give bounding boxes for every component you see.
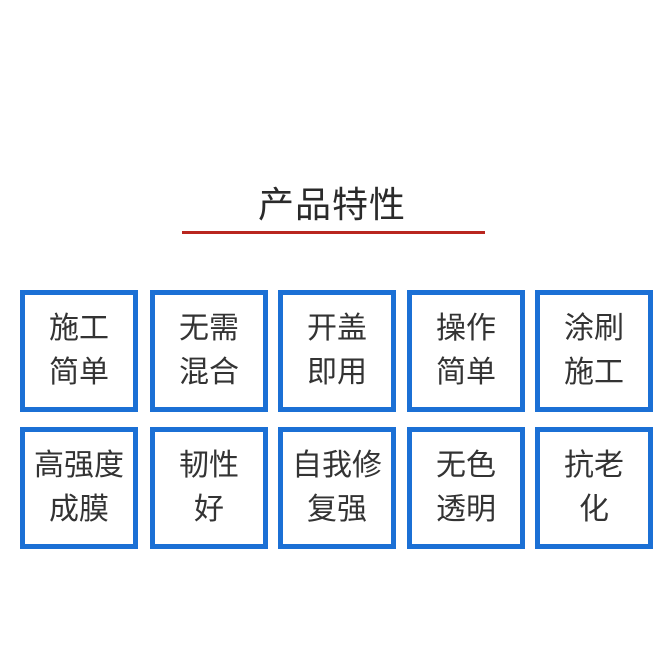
feature-card: 涂刷 施工 [535,290,653,412]
feature-grid: 施工 简单 无需 混合 开盖 即用 操作 简单 涂刷 施工 高强度 成膜 [20,290,660,550]
feature-label: 高强度 成膜 [29,444,129,532]
feature-card: 操作 简单 [407,290,525,412]
feature-label: 抗老 化 [546,444,642,532]
feature-label: 无色 透明 [418,444,514,532]
feature-card: 无色 透明 [407,427,525,549]
feature-label-line2: 简单 [436,355,496,390]
feature-label-line1: 韧性 [179,448,239,483]
feature-label-line1: 涂刷 [564,311,624,346]
feature-label-line2: 简单 [49,355,109,390]
feature-card: 自我修 复强 [278,427,396,549]
feature-label-line2: 好 [194,492,224,527]
feature-label-line2: 复强 [307,492,367,527]
feature-card: 韧性 好 [150,427,268,549]
title-underline [182,231,485,234]
feature-label-line2: 成膜 [49,492,109,527]
feature-card: 无需 混合 [150,290,268,412]
feature-label-line2: 透明 [436,492,496,527]
feature-label-line1: 无需 [179,311,239,346]
feature-label: 无需 混合 [161,307,257,395]
feature-label-line2: 化 [579,492,609,527]
feature-label-line2: 即用 [307,355,367,390]
feature-label: 施工 简单 [31,307,127,395]
feature-label-line1: 抗老 [564,448,624,483]
feature-label: 自我修 复强 [287,444,387,532]
feature-label-line1: 开盖 [307,311,367,346]
feature-label-line1: 自我修 [292,448,382,483]
feature-label-line1: 施工 [49,311,109,346]
feature-label: 操作 简单 [418,307,514,395]
feature-label-line1: 高强度 [34,448,124,483]
feature-card: 高强度 成膜 [20,427,138,549]
feature-label-line2: 施工 [564,355,624,390]
feature-label-line1: 无色 [436,448,496,483]
feature-label: 涂刷 施工 [546,307,642,395]
feature-label: 韧性 好 [161,444,257,532]
feature-label-line1: 操作 [436,311,496,346]
feature-label-line2: 混合 [179,355,239,390]
feature-card: 开盖 即用 [278,290,396,412]
section-title: 产品特性 [257,185,406,226]
feature-card: 抗老 化 [535,427,653,549]
feature-card: 施工 简单 [20,290,138,412]
feature-label: 开盖 即用 [289,307,385,395]
